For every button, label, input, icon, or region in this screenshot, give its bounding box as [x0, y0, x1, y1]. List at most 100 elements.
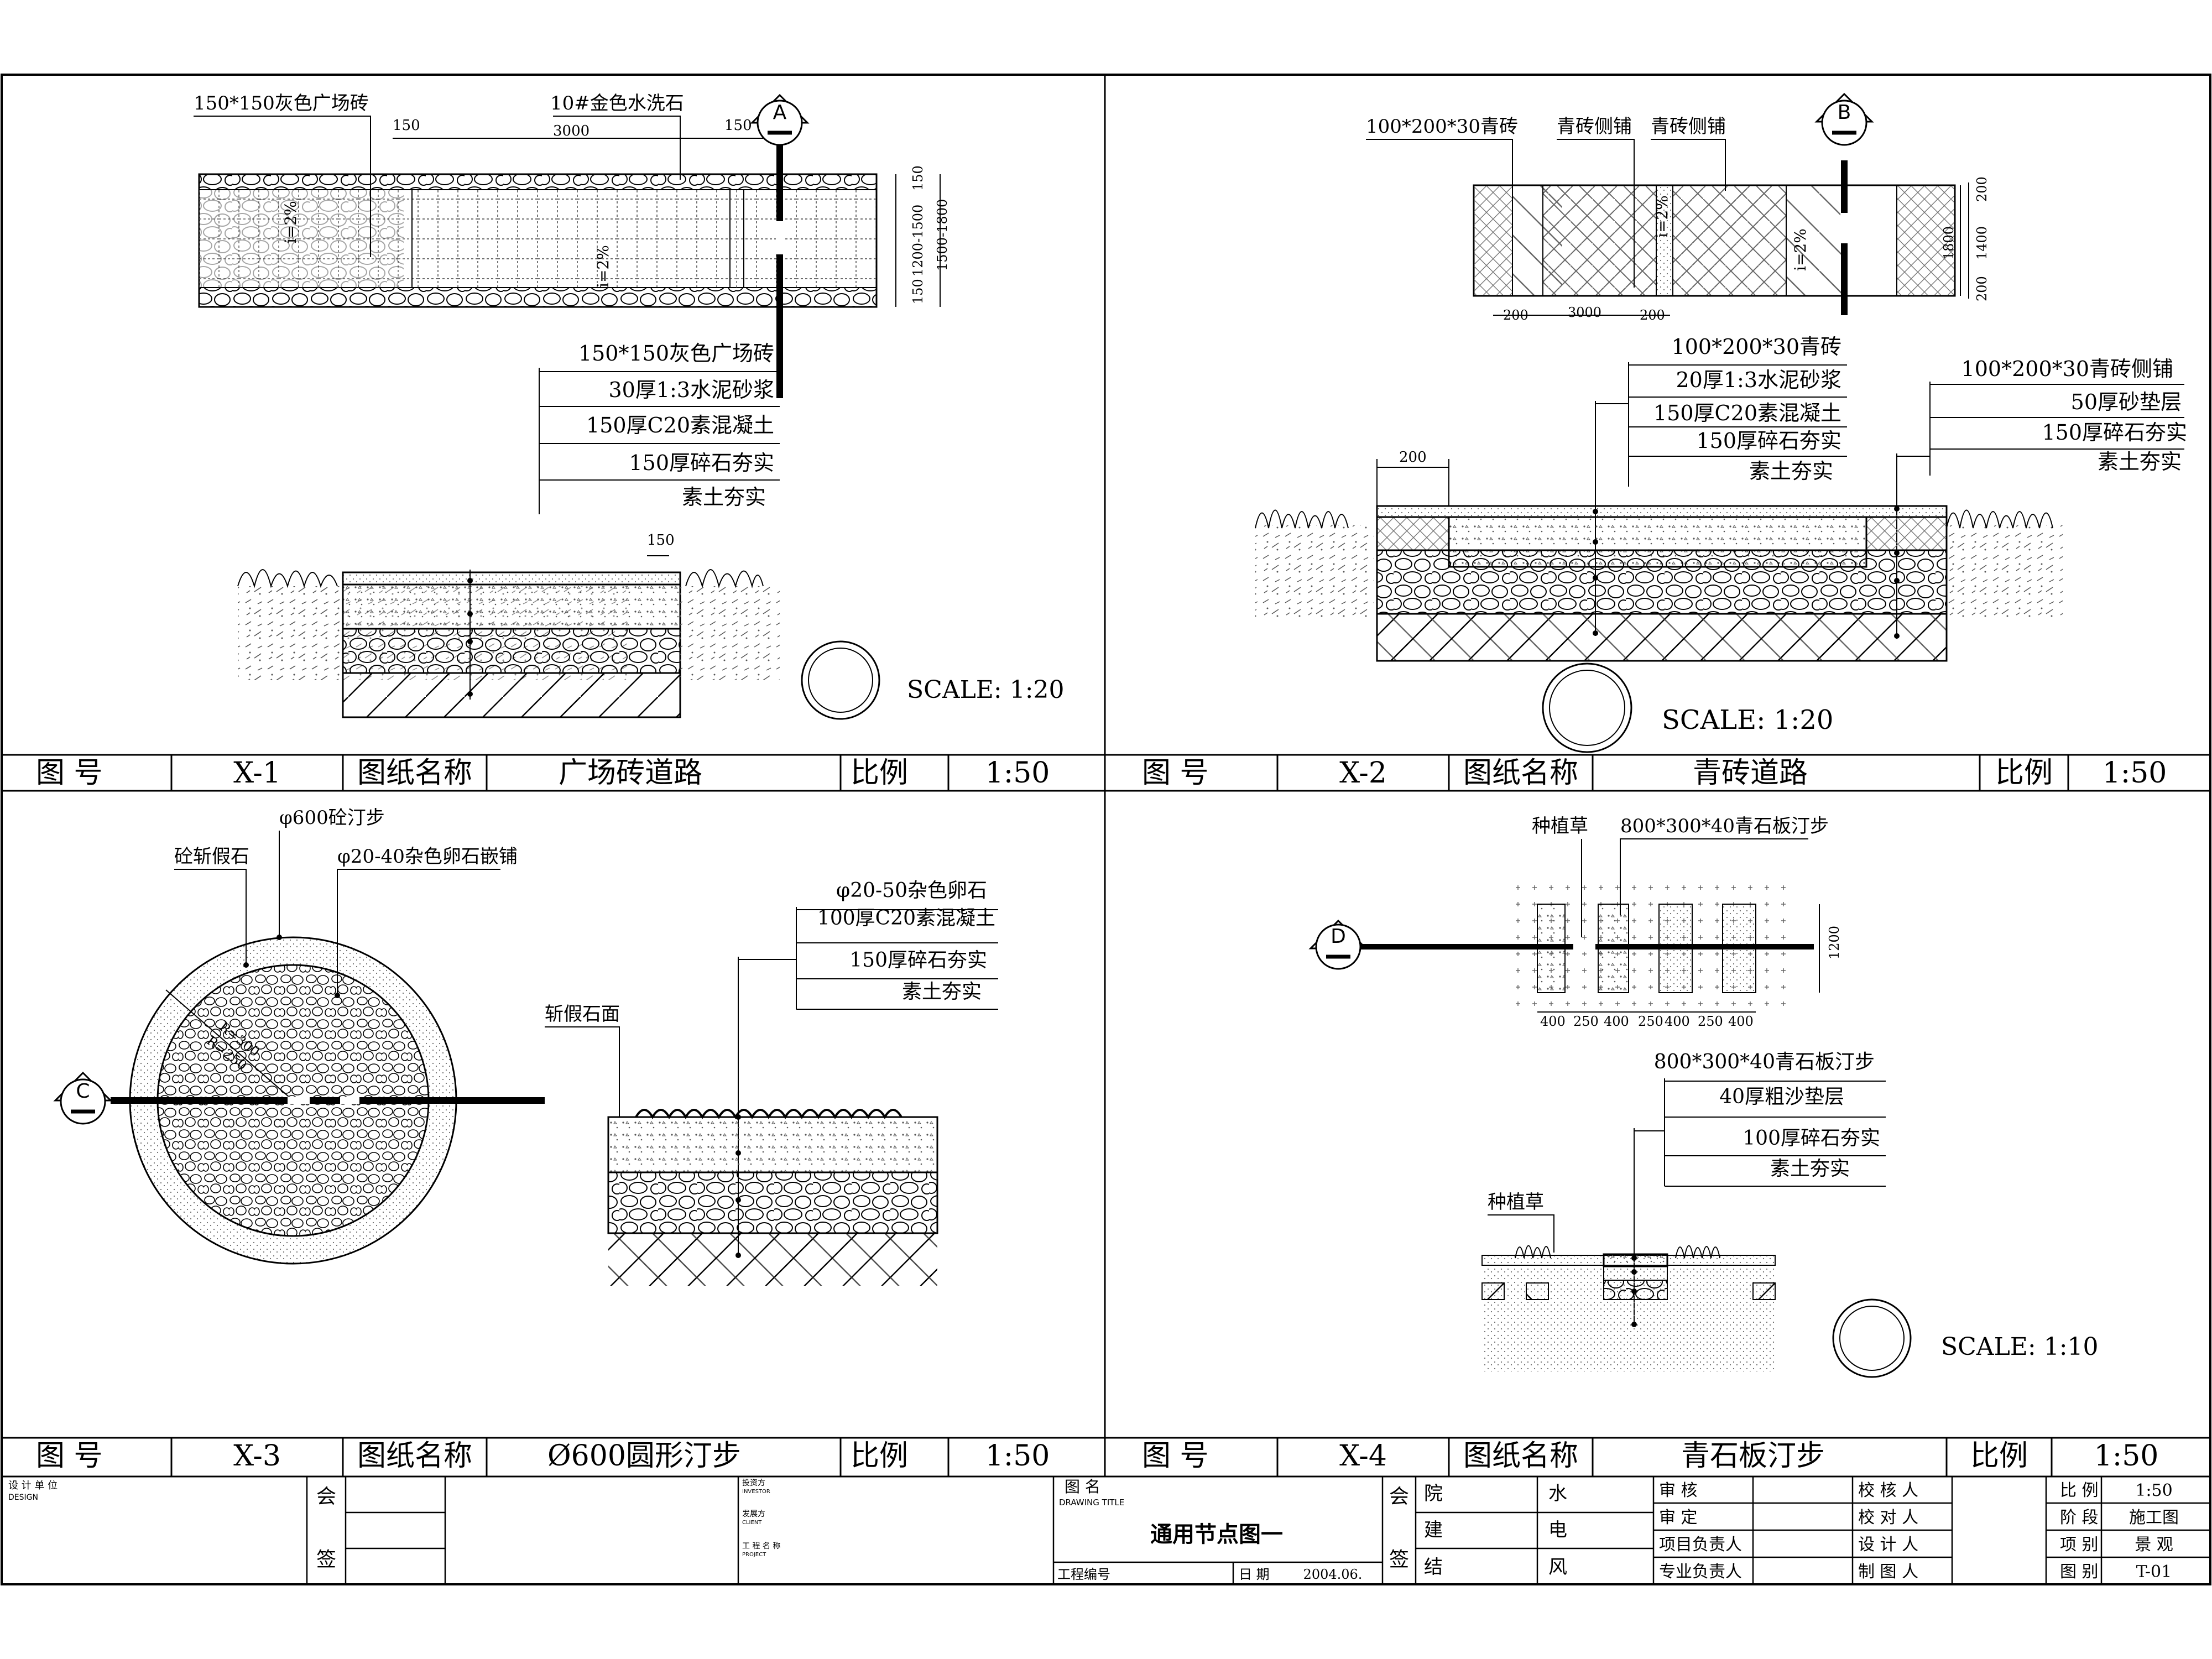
- x1-label-washed-stone: 10#金色水洗石: [550, 92, 684, 114]
- footer-grid: [306, 1477, 2210, 1584]
- x1-dim-left: 150: [393, 117, 420, 134]
- x3-ratio: 1:50: [985, 1439, 1050, 1473]
- x1-edge-dim: 150: [647, 532, 675, 549]
- x3-plan: [111, 936, 545, 1265]
- x3-section-marker: C: [53, 1071, 113, 1125]
- info-1-label: 比 例: [2060, 1481, 2099, 1500]
- x4-scale-circle: [1832, 1298, 1912, 1378]
- qian-label: 签: [316, 1548, 336, 1571]
- sheet-frame: [1, 74, 2211, 1585]
- x2-slope-2: i=2%: [1791, 228, 1809, 271]
- x2-section-marker: B: [1814, 92, 1874, 146]
- x1-scale-circle: [801, 640, 880, 720]
- x1-marker-letter: A: [773, 101, 787, 124]
- x3-name-label: 图纸名称: [357, 1439, 472, 1473]
- x2-edge-layer-2: 50厚砂垫层: [2071, 390, 2182, 414]
- x1-name: 广场砖道路: [559, 757, 702, 790]
- x4-section-marker: D: [1308, 919, 1368, 970]
- info-1-value: 1:50: [2135, 1481, 2172, 1500]
- x2-layer-1: 100*200*30青砖: [1672, 335, 1841, 359]
- role-4a: 专业负责人: [1659, 1562, 1742, 1582]
- x4-dim-2: 250: [1573, 1014, 1599, 1029]
- x4-scale: SCALE: 1:10: [1941, 1333, 2099, 1361]
- x4-section: [1481, 1245, 1776, 1371]
- info-4-value: T-01: [2136, 1562, 2172, 1582]
- x4-layer-1: 800*300*40青石板汀步: [1654, 1051, 1875, 1073]
- role-2a: 审 定: [1659, 1508, 1698, 1527]
- x1-layer-4: 150厚碎石夯实: [629, 451, 774, 475]
- x4-layer-3: 100厚碎石夯实: [1743, 1127, 1880, 1150]
- x4-section-grass-label: 种植草: [1488, 1191, 1544, 1213]
- x4-fig-no: X-4: [1339, 1439, 1387, 1473]
- x2-layer-3: 150厚C20素混凝土: [1653, 401, 1841, 425]
- x2-ratio-label: 比例: [1995, 757, 2053, 790]
- strip-row-1: [170, 755, 2069, 791]
- x2-name: 青砖道路: [1693, 757, 1808, 790]
- x4-marker-letter: D: [1331, 925, 1346, 948]
- x1-sdim-top: 150: [910, 165, 926, 191]
- x1-label-tile: 150*150灰色广场砖: [194, 92, 369, 114]
- x2-edge-dim: 200: [1399, 449, 1427, 466]
- discipline-2a: 建: [1424, 1519, 1443, 1541]
- x1-fig-label: 图 号: [36, 757, 103, 790]
- x2-dim-mid: 3000: [1568, 305, 1601, 320]
- panel-x3: R=300 R=250 φ600砼汀步 砼斩假石 φ20-40杂色卵石嵌铺 C …: [53, 807, 998, 1286]
- investor-en: INVESTOR: [742, 1489, 770, 1495]
- footer-qian-2: 签: [1389, 1548, 1409, 1571]
- role-3a: 项目负责人: [1659, 1535, 1742, 1554]
- x1-sdim-outer: 1500-1800: [935, 199, 950, 271]
- x2-dim-left: 200: [1503, 307, 1528, 323]
- x1-sdim-inner: 1200-1500: [910, 205, 926, 276]
- x1-layer-3: 150厚C20素混凝土: [586, 413, 774, 437]
- x1-slope-1: i=2%: [281, 201, 300, 243]
- x2-fig-label: 图 号: [1142, 757, 1209, 790]
- x2-sdim-top: 200: [1974, 176, 1990, 202]
- x3-fig-label: 图 号: [36, 1439, 103, 1473]
- x4-dim-1: 400: [1540, 1014, 1566, 1029]
- x2-layer-2: 20厚1:3水泥砂浆: [1676, 368, 1841, 392]
- x1-name-label: 图纸名称: [357, 757, 472, 790]
- strip-texts: 图 号 X-1 图纸名称 广场砖道路 比例 1:50 图 号 X-2 图纸名称 …: [36, 757, 2167, 1473]
- x3-label-pebbles: φ20-40杂色卵石嵌铺: [337, 846, 518, 868]
- x2-sdim-outer: 1800: [1941, 226, 1957, 260]
- discipline-3a: 结: [1424, 1556, 1443, 1578]
- x1-slope-2: i=2%: [594, 245, 612, 288]
- x3-label-faux-stone: 砼斩假石: [174, 846, 249, 868]
- x2-layer-4: 150厚碎石夯实: [1696, 429, 1841, 453]
- x2-edge-layer-1: 100*200*30青砖侧铺: [1961, 357, 2173, 381]
- x3-name: Ø600圆形汀步: [547, 1439, 741, 1473]
- info-3-label: 项 别: [2060, 1535, 2099, 1554]
- x2-slope-1: i=2%: [1653, 195, 1671, 238]
- date-label: 日 期: [1239, 1567, 1270, 1582]
- x2-edge-layer-3: 150厚碎石夯实: [2042, 420, 2187, 445]
- info-2-value: 施工图: [2129, 1508, 2179, 1527]
- panel-x2: 100*200*30青砖 青砖侧铺 青砖侧铺 200 3000 200 200 …: [1255, 92, 2187, 753]
- x2-scale-circle: [1542, 662, 1632, 753]
- info-3-value: 景 观: [2135, 1535, 2173, 1554]
- x3-surface-label: 斩假石面: [545, 1003, 620, 1025]
- x1-layer-5: 素土夯实: [682, 485, 766, 509]
- x1-section: [237, 555, 780, 718]
- x3-layer-4: 素土夯实: [902, 980, 982, 1003]
- investor-label: 投资方: [742, 1479, 765, 1488]
- x4-dim-6: 250: [1698, 1014, 1723, 1029]
- design-unit-label: 设 计 单 位: [8, 1480, 58, 1491]
- info-2-label: 阶 段: [2060, 1508, 2099, 1527]
- x2-ratio: 1:50: [2103, 757, 2167, 790]
- x4-dim-7: 400: [1728, 1014, 1754, 1029]
- project-no-label: 工程编号: [1057, 1567, 1110, 1582]
- info-4-label: 图 别: [2060, 1562, 2099, 1582]
- x3-marker-letter: C: [76, 1080, 90, 1103]
- x4-dims: 400 250 400 250 400 250 400: [1540, 1014, 1754, 1029]
- drawing-title: 通用节点图一: [1150, 1522, 1283, 1547]
- x3-layer-2: 100厚C20素混凝土: [817, 907, 995, 930]
- x1-scale: SCALE: 1:20: [907, 676, 1065, 704]
- x2-sdim-bottom: 200: [1974, 276, 1990, 301]
- x3-label-step: φ600砼汀步: [279, 807, 385, 829]
- x2-fig-no: X-2: [1339, 757, 1387, 790]
- x4-side-dim: 1200: [1827, 926, 1842, 959]
- x1-layer-1: 150*150灰色广场砖: [578, 341, 774, 366]
- x3-ratio-label: 比例: [851, 1439, 908, 1473]
- x4-dim-3: 400: [1604, 1014, 1629, 1029]
- x2-label-brick: 100*200*30青砖: [1366, 116, 1518, 138]
